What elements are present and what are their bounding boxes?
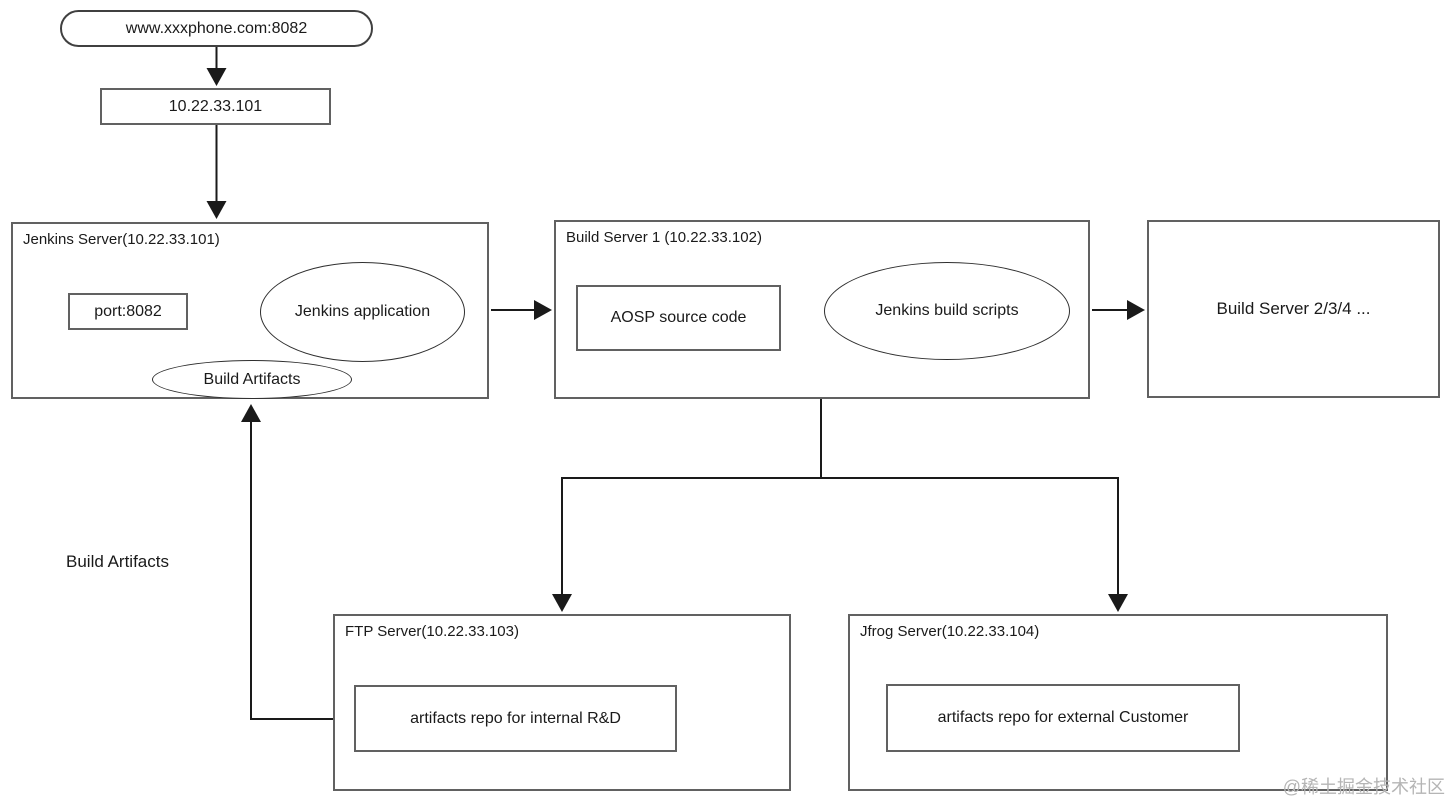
arrow-build1-to-others <box>1092 300 1145 320</box>
ip-label: 10.22.33.101 <box>168 97 263 115</box>
jfrog-server-box: Jfrog Server(10.22.33.104) artifacts rep… <box>848 614 1388 791</box>
build-server-others-box: Build Server 2/3/4 ... <box>1147 220 1440 398</box>
url-label: www.xxxphone.com:8082 <box>125 19 308 37</box>
port-box: port:8082 <box>68 293 188 330</box>
jfrog-server-title: Jfrog Server(10.22.33.104) <box>860 623 1040 640</box>
jenkins-build-scripts-label: Jenkins build scripts <box>875 302 1019 319</box>
jenkins-server-title: Jenkins Server(10.22.33.101) <box>23 231 220 248</box>
build-artifacts-ellipse: Build Artifacts <box>152 360 352 399</box>
port-label: port:8082 <box>94 302 162 320</box>
jfrog-repo-box: artifacts repo for external Customer <box>886 684 1240 752</box>
arrow-url-to-ip <box>206 47 227 86</box>
ftp-server-box: FTP Server(10.22.33.103) artifacts repo … <box>333 614 791 791</box>
jenkins-server-box: Jenkins Server(10.22.33.101) port:8082 J… <box>11 222 489 399</box>
aosp-source-box: AOSP source code <box>576 285 781 351</box>
jenkins-application-ellipse: Jenkins application <box>260 262 465 362</box>
arrow-ftp-to-build-artifacts <box>241 404 333 720</box>
aosp-source-label: AOSP source code <box>610 309 747 326</box>
jenkins-build-scripts-ellipse: Jenkins build scripts <box>824 262 1070 360</box>
watermark: @稀土掘金技术社区 <box>1282 777 1445 797</box>
arrow-jenkins-to-build1 <box>491 300 552 320</box>
connector-build1-split <box>552 399 1128 612</box>
node-url-pill: www.xxxphone.com:8082 <box>60 10 373 47</box>
jfrog-repo-label: artifacts repo for external Customer <box>937 709 1189 726</box>
node-ip: 10.22.33.101 <box>100 88 331 125</box>
build-server-others-label: Build Server 2/3/4 ... <box>1216 299 1371 318</box>
build-server-1-title: Build Server 1 (10.22.33.102) <box>566 229 762 246</box>
build-artifacts-flow-label: Build Artifacts <box>66 552 169 571</box>
build-server-1-box: Build Server 1 (10.22.33.102) AOSP sourc… <box>554 220 1090 399</box>
jenkins-application-label: Jenkins application <box>294 303 431 320</box>
ftp-server-title: FTP Server(10.22.33.103) <box>345 623 519 640</box>
ftp-repo-label: artifacts repo for internal R&D <box>410 709 621 727</box>
arrow-ip-to-jenkins <box>206 125 227 219</box>
ftp-repo-box: artifacts repo for internal R&D <box>354 685 677 752</box>
build-artifacts-ellipse-label: Build Artifacts <box>203 370 301 388</box>
